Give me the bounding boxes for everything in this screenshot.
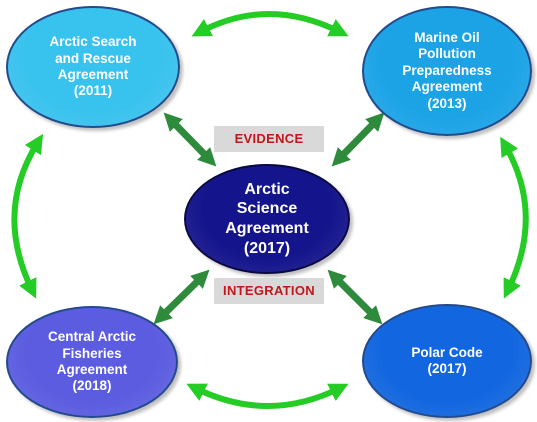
- link-bottom-curve: [186, 383, 349, 409]
- link-left-curve: [11, 133, 44, 299]
- search-rescue-agreement-label: Arctic Search and Rescue Agreement (2011…: [49, 34, 137, 99]
- evidence-tag: EVIDENCE: [214, 126, 324, 152]
- arrow-science-oil-pollution: [331, 112, 385, 167]
- arrow-science-fisheries: [153, 269, 210, 325]
- search-rescue-agreement-node: Arctic Search and Rescue Agreement (2011…: [6, 6, 180, 128]
- science-agreement-node: Arctic Science Agreement (2017): [184, 164, 350, 274]
- oil-pollution-agreement-label: Marine Oil Pollution Preparedness Agreem…: [402, 29, 492, 111]
- polar-code-node: Polar Code (2017): [362, 304, 532, 418]
- fisheries-agreement-node: Central Arctic Fisheries Agreement (2018…: [6, 306, 178, 418]
- polar-code-label: Polar Code (2017): [411, 344, 483, 376]
- fisheries-agreement-label: Central Arctic Fisheries Agreement (2018…: [47, 329, 137, 394]
- link-top-curve: [191, 11, 349, 37]
- arrow-science-search-rescue: [163, 112, 217, 167]
- link-right-curve: [500, 136, 529, 299]
- science-agreement-label: Arctic Science Agreement (2017): [225, 180, 309, 257]
- integration-tag: INTEGRATION: [214, 278, 324, 304]
- oil-pollution-agreement-node: Marine Oil Pollution Preparedness Agreem…: [362, 6, 532, 136]
- arrow-science-polar: [327, 269, 383, 325]
